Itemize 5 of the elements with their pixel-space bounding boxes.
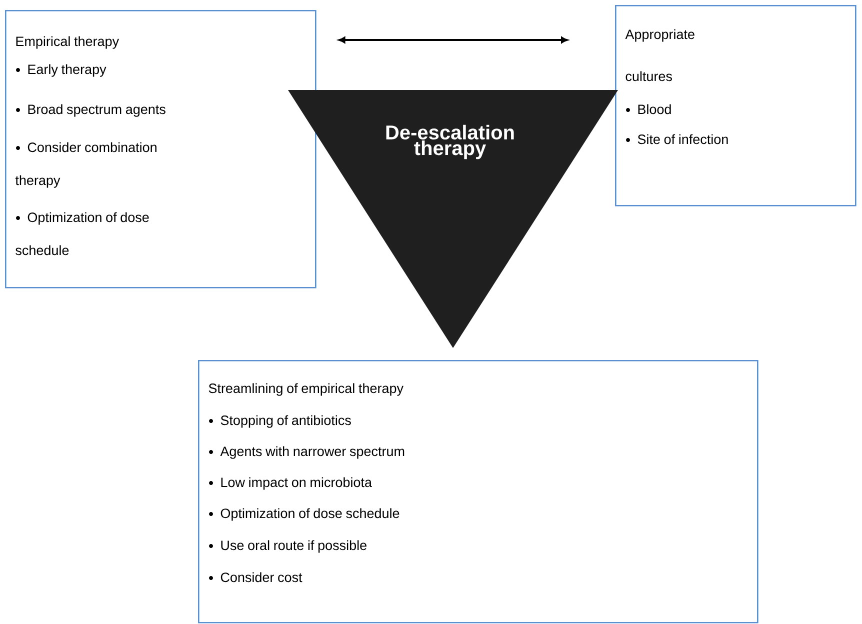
text-box: Empirical therapy Early therapy Broad spectrum agents Consider combination therapy Optimization of dose schedule	[5, 10, 316, 288]
text-box: Streamlining of empirical therapy Stopping of antibiotics Agents with narrower spectrum Low impact on microbiota Optimization of dose schedule Use oral route if possible Consider cost	[198, 360, 758, 624]
double-arrow	[338, 36, 568, 44]
triangle: De-escalation therapy	[288, 90, 618, 348]
text-box: Appropriate cultures Blood Site of infection	[615, 5, 856, 206]
